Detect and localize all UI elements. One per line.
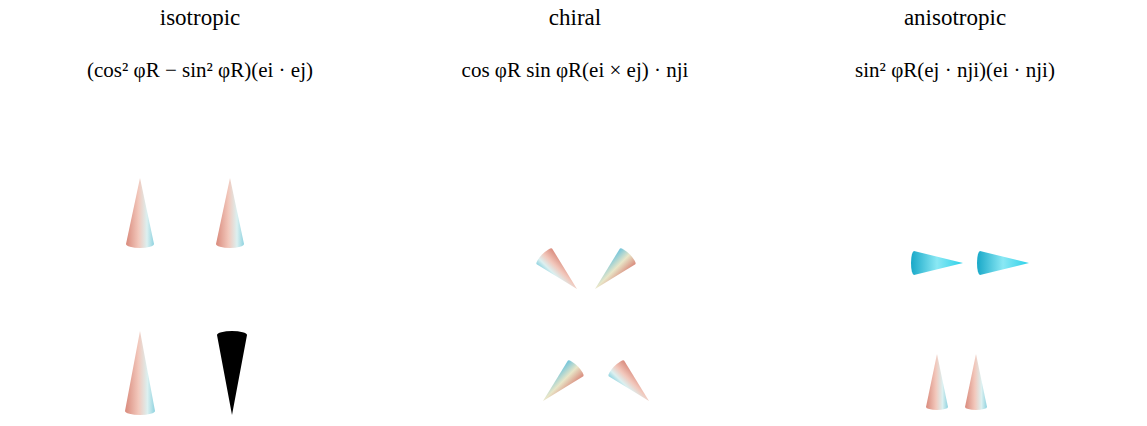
cone [535, 247, 585, 297]
cone [926, 354, 948, 410]
cone [126, 178, 154, 248]
column-heading: anisotropic [904, 4, 1006, 32]
formula: sin² φR(ej · nji)(ei · nji) [855, 58, 1055, 83]
cone [125, 331, 155, 415]
cone [965, 354, 987, 410]
column-heading: isotropic [160, 4, 241, 32]
cone-cyan [977, 251, 1029, 275]
formula: (cos² φR − sin² φR)(ei · ej) [87, 58, 313, 83]
cone [535, 359, 585, 409]
cone [587, 247, 637, 297]
column-heading: chiral [549, 4, 601, 32]
cone-black [217, 331, 247, 415]
cone-cyan [911, 251, 963, 275]
cone [216, 178, 244, 248]
formula: cos φR sin φR(ei × ej) · nji [462, 58, 689, 83]
cone [607, 359, 657, 409]
